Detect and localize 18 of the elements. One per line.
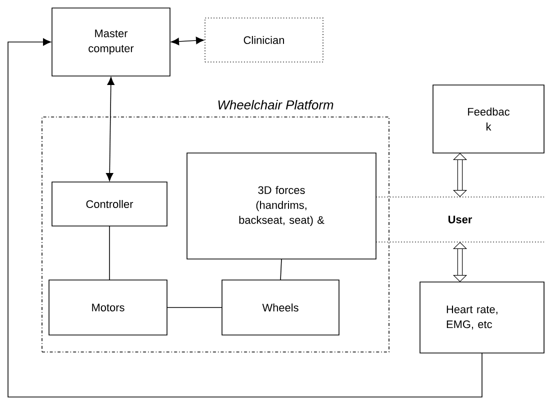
line bbox=[280, 258, 282, 280]
process-box: Heart rate, EMG, etc bbox=[420, 282, 544, 354]
process-box: Controller bbox=[52, 182, 168, 226]
user-band: User bbox=[376, 196, 544, 242]
double-arrow bbox=[452, 242, 468, 282]
process-box: 3D forces (handrims, backseat, seat) & bbox=[186, 152, 376, 260]
arrow bbox=[106, 77, 115, 181]
process-box: Motors bbox=[48, 280, 168, 336]
node-label: Wheelchair Platform bbox=[218, 100, 334, 110]
process-box: Master computer bbox=[52, 8, 170, 76]
process-box: Feedbac k bbox=[432, 84, 544, 154]
line bbox=[166, 307, 222, 308]
arrow bbox=[8, 38, 482, 398]
actor-box: Clinician bbox=[204, 18, 324, 62]
double-arrow bbox=[452, 153, 468, 197]
arrow bbox=[171, 36, 204, 46]
line bbox=[109, 226, 110, 280]
process-box: Wheels bbox=[222, 280, 340, 336]
